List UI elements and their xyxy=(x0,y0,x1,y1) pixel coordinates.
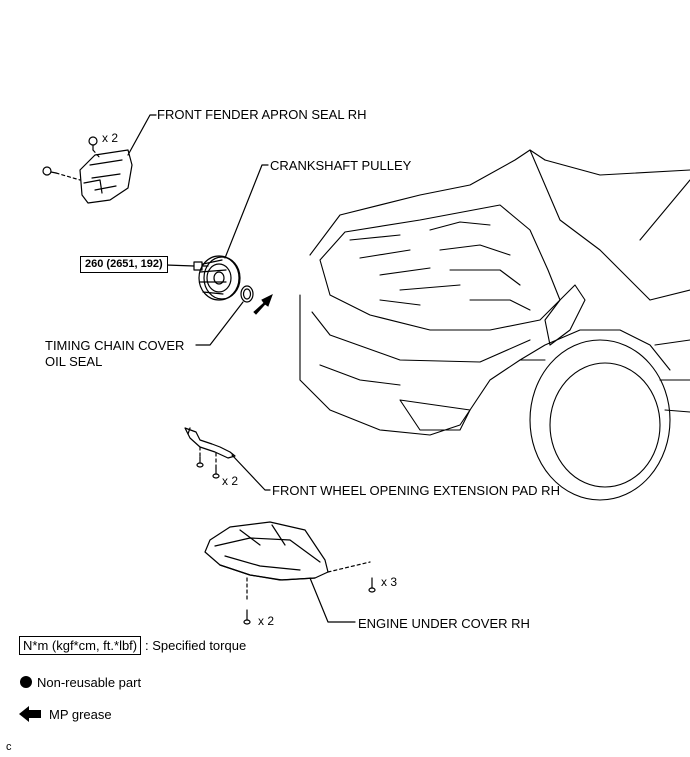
oil-seal-part xyxy=(240,285,254,303)
apron-clip-top xyxy=(88,136,98,151)
legend-torque-desc: : Specified torque xyxy=(145,638,247,653)
legend-grease: MP grease xyxy=(49,707,112,722)
legend-torque-unit: N*m (kgf*cm, ft.*lbf) xyxy=(19,636,142,655)
cover-clip-right xyxy=(368,577,376,593)
legend-nonreusable: Non-reusable part xyxy=(37,675,142,690)
apron-qty-label: x 2 xyxy=(102,131,119,145)
crank-pulley-label: CRANKSHAFT PULLEY xyxy=(270,158,412,173)
leader-crank xyxy=(224,164,269,259)
grease-legend-arrow xyxy=(19,706,41,722)
apron-seal-part xyxy=(79,149,133,204)
under-cover-label: ENGINE UNDER COVER RH xyxy=(358,616,530,631)
apron-clip-left xyxy=(42,166,57,176)
cover-clip-bottom xyxy=(243,609,251,625)
pad-label: FRONT WHEEL OPENING EXTENSION PAD RH xyxy=(272,483,560,498)
crank-pulley-part xyxy=(198,255,241,301)
pad-clip-1 xyxy=(196,456,204,468)
footer-code: c xyxy=(6,741,12,753)
mp-grease-arrow xyxy=(253,293,273,315)
torque-leader xyxy=(165,264,195,267)
under-cover-part xyxy=(204,521,329,581)
apron-seal-label: FRONT FENDER APRON SEAL RH xyxy=(157,107,367,122)
under-qty-3-label: x 3 xyxy=(381,575,398,589)
pad-part xyxy=(184,427,236,459)
pad-qty-label: x 2 xyxy=(222,474,239,488)
pad-clip-2 xyxy=(212,467,220,479)
oil-seal-label-line1: TIMING CHAIN COVER xyxy=(45,338,185,353)
leader-oil-seal xyxy=(195,301,244,346)
vehicle-body xyxy=(299,149,690,501)
oil-seal-label-line2: OIL SEAL xyxy=(45,354,103,369)
leader-apron xyxy=(127,114,157,156)
torque-value-box: 260 (2651, 192) xyxy=(80,256,168,273)
leader-under-cover xyxy=(309,577,356,623)
under-qty-2-label: x 2 xyxy=(258,614,275,628)
leader-pad xyxy=(231,454,271,491)
nonreusable-dot xyxy=(20,676,32,688)
